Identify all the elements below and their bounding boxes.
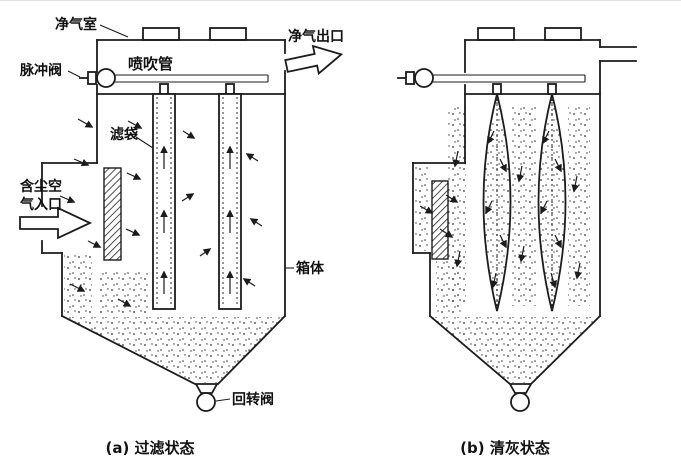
housing-outline-a <box>41 27 287 386</box>
airflow-arrows-b <box>419 130 583 289</box>
rotary-valve-icon-b <box>508 383 533 412</box>
dust-stipple-a <box>63 253 284 383</box>
caption-a-filtering-state: (a) 过滤状态 <box>105 439 194 457</box>
label-clean-air-outlet: 净气出口 <box>288 28 344 45</box>
caption-b-cleaning-state: (b) 清灰状态 <box>460 439 550 457</box>
label-filter-bag: 滤袋 <box>110 126 139 143</box>
leader-lines-a <box>67 24 294 402</box>
housing-outline-b <box>412 27 637 386</box>
inlet-diffuser-plate-a <box>103 167 122 261</box>
clean-air-outlet-arrow-icon <box>284 44 344 76</box>
blow-pipe-a <box>115 74 269 95</box>
label-housing: 箱体 <box>296 260 325 277</box>
unit-a-filtering <box>19 24 344 412</box>
dust-stipple-b <box>415 106 599 383</box>
label-blow-pipe: 喷吹管 <box>128 55 173 73</box>
blow-pipe-b <box>433 74 586 95</box>
label-dusty-air-inlet-line1: 含尘空 <box>20 178 62 195</box>
airflow-arrows-a <box>59 118 263 307</box>
unit-b-cleaning <box>397 27 637 412</box>
pulse-valve-icon-b <box>397 68 434 88</box>
label-rotary-valve: 回转阀 <box>232 391 274 408</box>
pulse-valve-icon-a <box>79 68 116 88</box>
label-dusty-air-inlet-line2: 气入口 <box>19 196 62 213</box>
label-pulse-valve: 脉冲阀 <box>19 62 62 79</box>
rotary-valve-icon-a <box>194 383 219 412</box>
filter-bags-b <box>482 93 567 312</box>
inlet-diffuser-plate-b <box>431 180 449 260</box>
filter-bags-a <box>152 93 242 310</box>
dusty-air-inlet-arrow-icon <box>19 206 93 240</box>
label-clean-air-chamber: 净气室 <box>55 16 97 33</box>
